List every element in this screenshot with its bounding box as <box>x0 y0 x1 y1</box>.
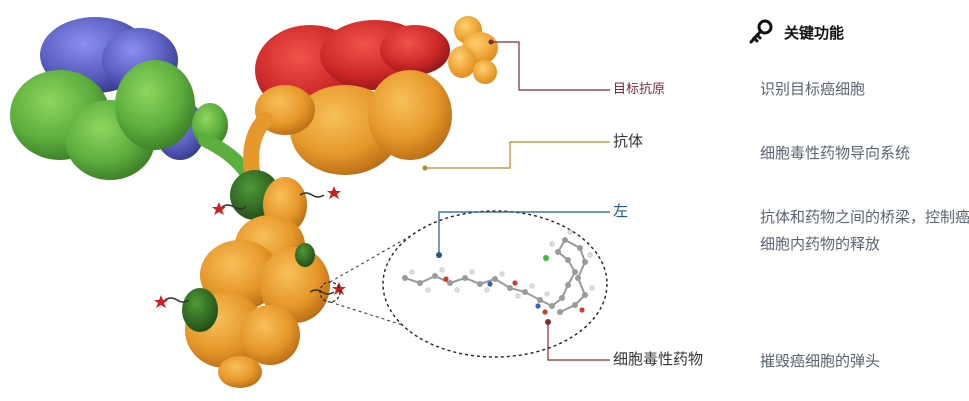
leader-line-target-antigen <box>491 41 610 91</box>
label-payload: 细胞毒性药物 <box>613 350 704 368</box>
header-title: 关键功能 <box>784 23 845 42</box>
leader-line-linker <box>438 211 610 255</box>
drug-linker-molecule <box>402 229 595 315</box>
leader-line-antibody <box>425 141 610 169</box>
function-payload: 摧毁癌细胞的弹头 <box>760 352 881 370</box>
function-target-antigen: 识别目标癌细胞 <box>760 80 866 98</box>
target-antigen-shape <box>448 16 498 84</box>
drug-marker-icon <box>332 282 346 295</box>
fc-region <box>182 170 330 388</box>
key-functions-header: 关键功能 <box>748 19 844 45</box>
right-fab-arm <box>243 20 452 193</box>
drug-marker-icon <box>154 295 168 308</box>
label-linker: 左 <box>613 202 629 220</box>
drug-attachments <box>154 186 346 308</box>
function-linker: 抗体和药物之间的桥梁，控制癌细胞内药物的释放 <box>760 208 969 253</box>
leader-line-payload <box>547 322 610 361</box>
drug-marker-icon <box>327 186 341 199</box>
key-icon <box>749 19 773 44</box>
left-fab-arm <box>10 17 255 182</box>
antibody-molecule <box>10 17 452 388</box>
label-target-antigen: 目标抗原 <box>613 82 666 97</box>
drug-marker-icon <box>212 202 226 215</box>
label-antibody: 抗体 <box>613 132 644 150</box>
function-antibody: 细胞毒性药物导向系统 <box>760 144 911 162</box>
zoom-callout <box>319 210 608 358</box>
